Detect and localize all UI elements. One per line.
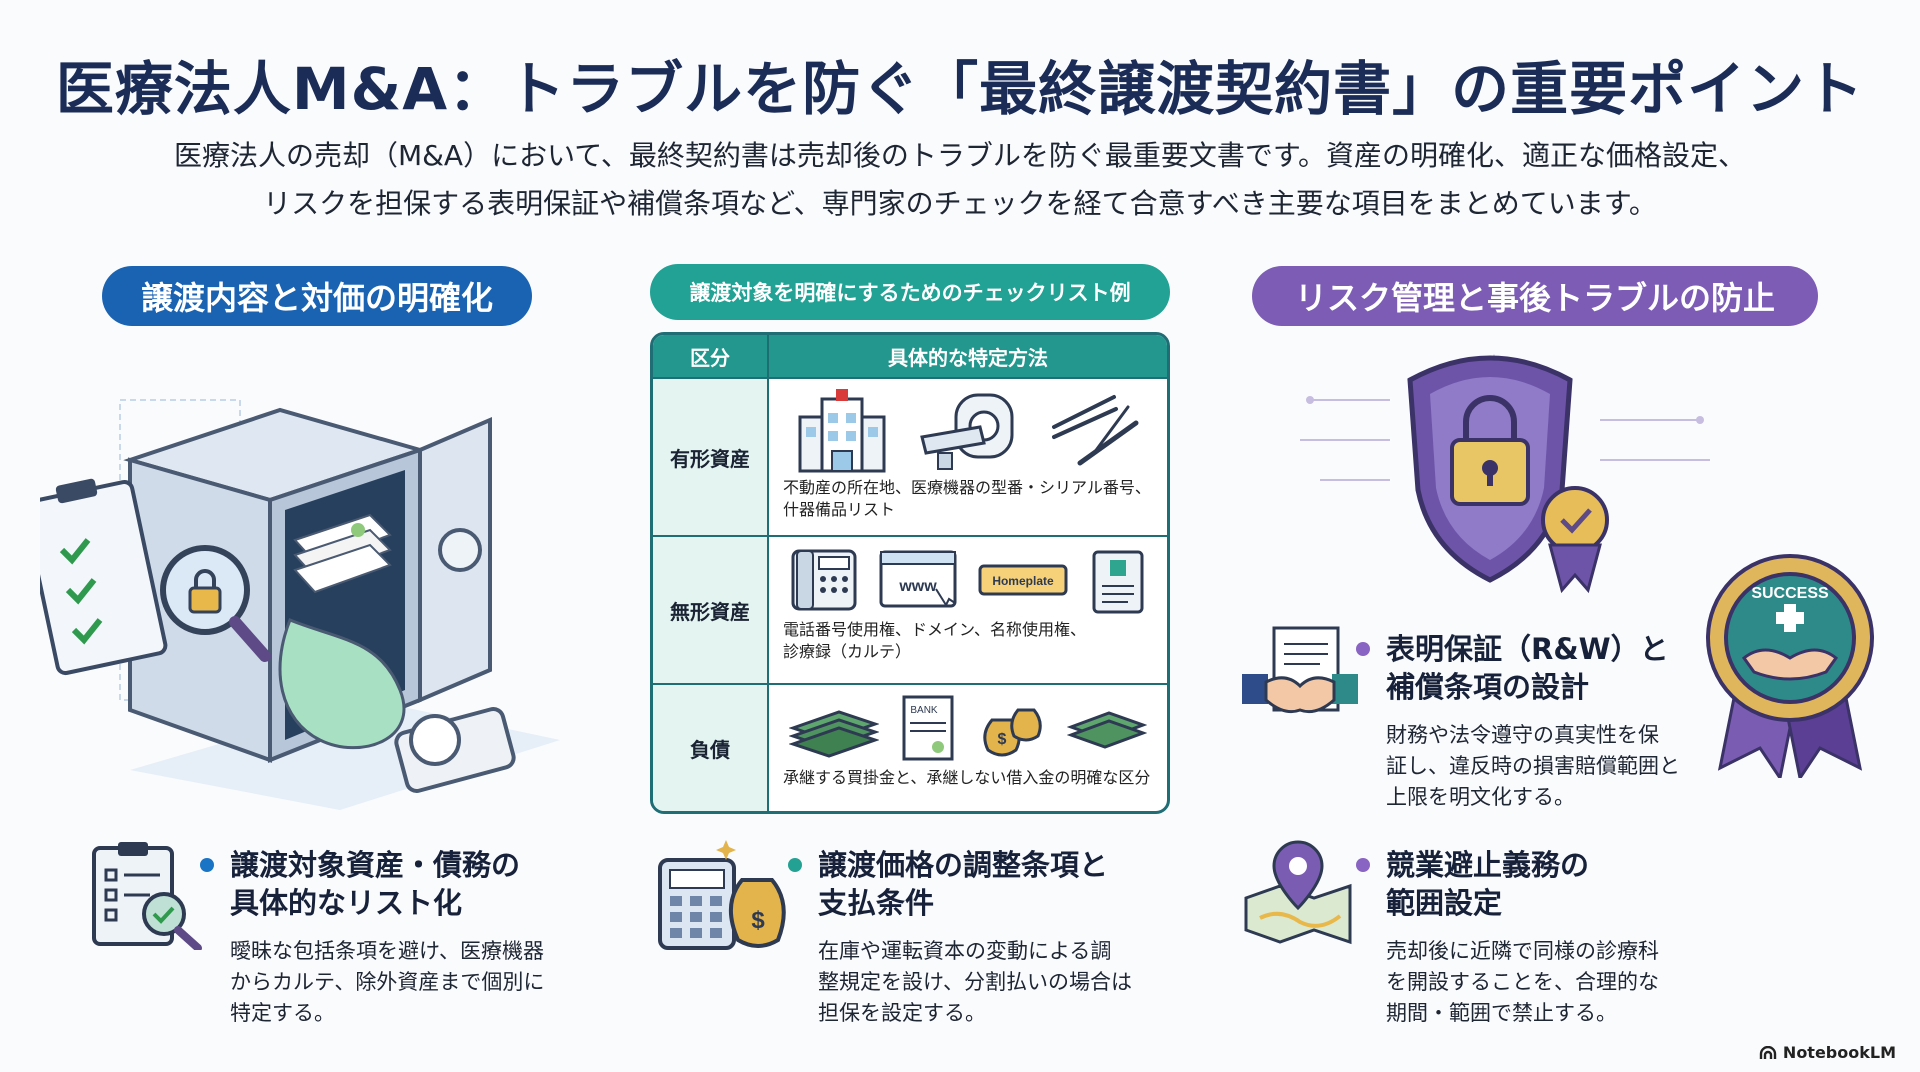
item-heading: 支払条件 [818,886,935,920]
svg-text:Homeplate: Homeplate [992,574,1054,588]
item-heading: 補償条項の設計 [1386,670,1590,704]
bank-document-icon: BANK [902,695,954,761]
item-heading: 譲渡価格の調整条項と [818,848,1109,882]
item-representations-warranties: 表明保証（R&W）と 補償条項の設計 財務や法令遵守の真実性を保 証し、違反時の… [1356,630,1716,813]
bullet-dot [1356,642,1370,656]
svg-text:BANK: BANK [911,705,939,716]
bullet-dot [200,858,214,872]
telephone-icon [791,549,856,611]
hospital-icon [798,389,886,473]
map-pin-icon [1240,838,1360,948]
notebooklm-icon [1759,1045,1777,1059]
brand-mark: NotebookLM [1759,1043,1896,1062]
item-price-adjustment: 譲渡価格の調整条項と 支払条件 在庫や運転資本の変動による調 整規定を設け、分割… [788,846,1188,1029]
header-category: 区分 [653,335,769,377]
table-header: 区分 具体的な特定方法 [653,335,1167,377]
success-badge: SUCCESS [1700,548,1880,778]
checklist-table: 区分 具体的な特定方法 有形資産 [650,332,1170,814]
item-heading: 譲渡対象資産・債務の [230,848,521,882]
svg-text:SUCCESS: SUCCESS [1751,585,1829,602]
row-description: 電話番号使用権、ドメイン、名称使用権、 診療録（カルテ） [783,620,1087,661]
safe-illustration [40,340,600,820]
item-non-compete: 競業避止義務の 範囲設定 売却後に近隣で同様の診療科 を開設することを、合理的な… [1356,846,1756,1029]
item-heading: 範囲設定 [1386,886,1503,920]
surgical-tools-icon [1052,395,1139,466]
handshake-contract-icon [1240,624,1360,734]
table-row: 有形資産 [653,377,1167,535]
table-row: 無形資産 www Homeplate [653,535,1167,683]
left-section-title: 譲渡内容と対価の明確化 [102,266,532,326]
page-title: 医療法人M&A：トラブルを防ぐ「最終譲渡契約書」の重要ポイント [55,55,1865,123]
svg-text:www: www [898,578,937,595]
money-bags-icon: $ [983,708,1042,757]
shield-illustration [1300,340,1720,600]
nameplate-icon: Homeplate [978,564,1067,596]
row-category: 負債 [653,685,769,811]
item-body: 売却後に近隣で同様の診療科 を開設することを、合理的な 期間・範囲で禁止する。 [1386,939,1659,1025]
brand-label: NotebookLM [1782,1043,1896,1062]
row-description: 承継する買掛金と、承継しない借入金の明確な区分 [783,768,1151,787]
item-heading: 具体的なリスト化 [230,886,463,920]
row-category: 有形資産 [653,379,769,535]
row-category: 無形資産 [653,537,769,683]
item-asset-list: 譲渡対象資産・債務の 具体的なリスト化 曖昧な包括条項を避け、医療機器 からカル… [200,846,600,1029]
money-stack-icon [1067,711,1148,749]
item-body: 財務や法令遵守の真実性を保 証し、違反時の損害賠償範囲と 上限を明文化する。 [1386,723,1680,809]
item-body: 在庫や運転資本の変動による調 整規定を設け、分割払いの場合は 担保を設定する。 [818,939,1132,1025]
ct-scanner-icon [920,393,1014,470]
item-heading: 競業避止義務の [1386,848,1590,882]
intro-text: 医療法人の売却（M&A）において、最終契約書は売却後のトラブルを防ぐ最重要文書で… [90,132,1830,228]
bullet-dot [788,858,802,872]
svg-text:$: $ [751,907,765,934]
domain-icon: www [879,550,956,608]
intro-line-1: 医療法人の売却（M&A）において、最終契約書は売却後のトラブルを防ぐ最重要文書で… [173,139,1747,172]
medical-record-icon [1092,550,1143,614]
table-row: 負債 BANK $ [653,683,1167,811]
right-section-title: リスク管理と事後トラブルの防止 [1252,266,1818,326]
item-heading: 表明保証（R&W）と [1386,632,1669,666]
checklist-magnifier-icon [90,840,210,950]
svg-text:$: $ [997,731,1006,748]
calculator-moneybag-icon: $ [656,836,786,951]
cash-stack-icon [788,710,879,758]
row-description: 不動産の所在地、医療機器の型番・シリアル番号、 什器備品リスト [783,478,1151,519]
bullet-dot [1356,858,1370,872]
item-body: 曖昧な包括条項を避け、医療機器 からカルテ、除外資産まで個別に 特定する。 [230,939,545,1025]
middle-section-title: 譲渡対象を明確にするためのチェックリスト例 [650,264,1170,320]
intro-line-2: リスクを担保する表明保証や補償条項など、専門家のチェックを経て合意すべき主要な項… [263,187,1657,220]
header-method: 具体的な特定方法 [888,345,1048,370]
